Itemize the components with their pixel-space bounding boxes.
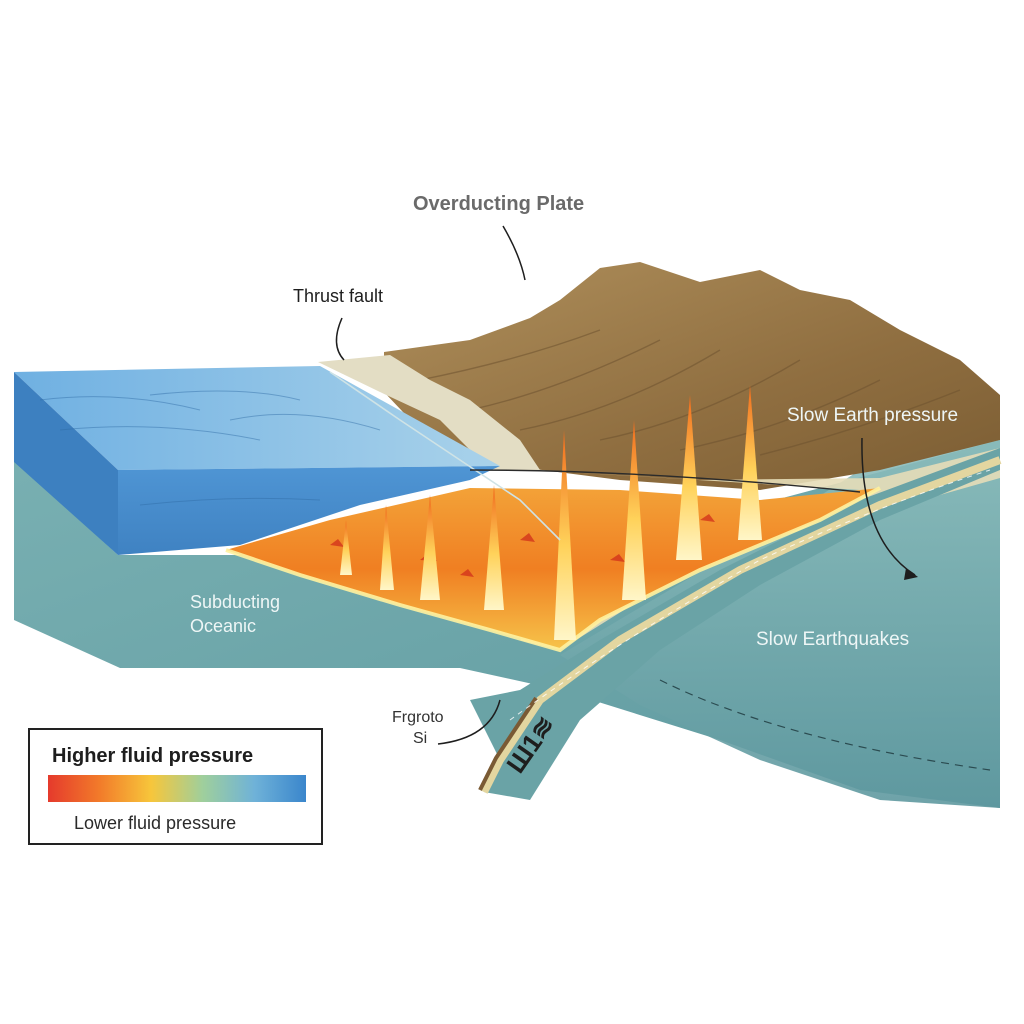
subducting-oceanic-label: Subducting Oceanic [190, 590, 280, 638]
ocean-front-face [118, 466, 500, 555]
high-fluid-pressure-zone [226, 488, 880, 650]
fault-zone-band [318, 355, 540, 470]
slow-earth-pressure-label: Slow Earth pressure [787, 405, 959, 426]
overriding-plate-crust [384, 262, 1000, 490]
fluid-pressure-legend: Higher fluid pressure Lower fluid pressu… [28, 728, 323, 845]
legend-high-label: Higher fluid pressure [52, 745, 254, 767]
thrust-fault-line [329, 371, 561, 541]
crust-ridge-lines [419, 329, 961, 456]
slab-dashed-line [509, 469, 991, 721]
subducting-label-line1: Subducting [190, 592, 281, 612]
ocean-top-surface [14, 366, 500, 470]
slow-pressure-arrowhead [904, 568, 918, 580]
legend-gradient-bar [48, 775, 306, 802]
thrust-fault-label: Thrust fault [293, 286, 384, 306]
fragment-label-line2: Si [413, 730, 428, 747]
subducting-label-line2: Oceanic [190, 616, 257, 636]
ocean-side-face [14, 372, 118, 555]
legend-low-label: Lower fluid pressure [74, 813, 237, 833]
interface-dark-line [469, 469, 861, 493]
slab-top-edge [480, 456, 1002, 794]
fragment-label-line1: Frgroto [392, 709, 444, 726]
plate-leader-line [502, 225, 526, 281]
slow-pressure-leader-line [861, 437, 916, 576]
slab-brown-edge [478, 696, 538, 791]
thrust-leader-line [335, 317, 345, 361]
mantle-right-face [560, 440, 1000, 808]
slow-earthquakes-label: Slow Earthquakes [756, 629, 910, 650]
wedge-glow-rim [225, 486, 881, 653]
overriding-plate-label: Overducting Plate [413, 193, 585, 215]
fragment-leader-line [437, 699, 501, 745]
ocean-texture [39, 390, 381, 506]
